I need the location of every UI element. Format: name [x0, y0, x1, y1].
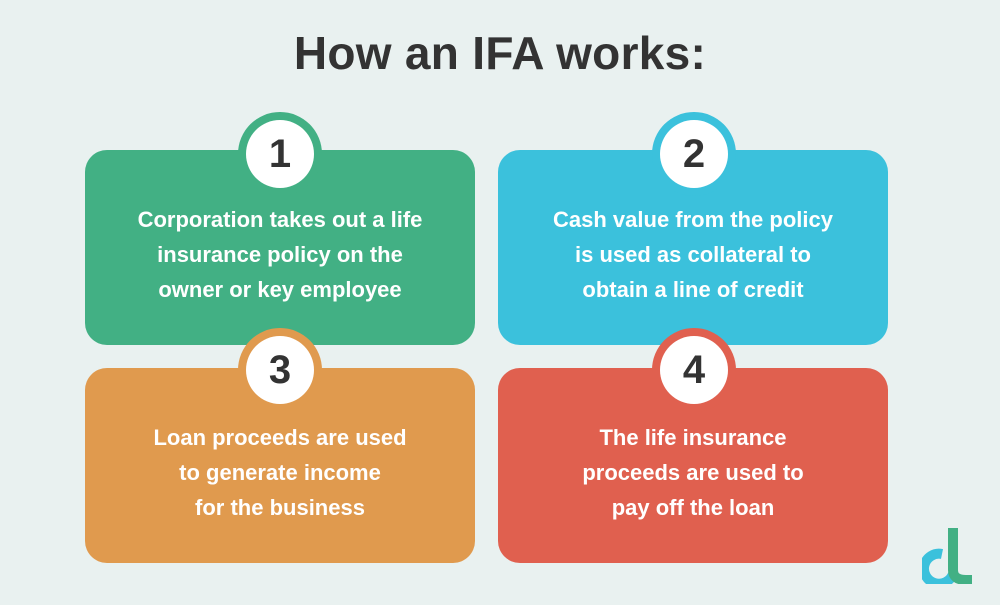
step-4-line-1: The life insurance — [599, 425, 787, 450]
step-1-line-1: Corporation takes out a life — [137, 207, 423, 232]
step-number-2: 2 — [660, 120, 728, 188]
step-1-line-2: insurance policy on the — [157, 242, 403, 267]
step-2-line-1: Cash value from the policy — [553, 207, 833, 232]
step-3-line-1: Loan proceeds are used — [153, 425, 407, 450]
step-card-2-text: Cash value from the policy is used as co… — [513, 202, 873, 307]
step-card-3-text: Loan proceeds are used to generate incom… — [100, 420, 460, 525]
step-card-1-text: Corporation takes out a life insurance p… — [100, 202, 460, 307]
step-number-4: 4 — [660, 336, 728, 404]
step-4-line-2: proceeds are used to — [582, 460, 804, 485]
step-2-line-3: obtain a line of credit — [582, 277, 804, 302]
step-4-line-3: pay off the loan — [611, 495, 775, 520]
step-3-line-2: to generate income — [179, 460, 381, 485]
step-3-line-3: for the business — [195, 495, 365, 520]
step-badge-3: 3 — [238, 328, 322, 412]
step-number-3: 3 — [246, 336, 314, 404]
page-title: How an IFA works: — [293, 27, 707, 79]
step-card-4-text: The life insurance proceeds are used to … — [513, 420, 873, 525]
step-badge-1: 1 — [238, 112, 322, 196]
step-number-1: 1 — [246, 120, 314, 188]
step-2-line-2: is used as collateral to — [575, 242, 811, 267]
step-badge-4: 4 — [652, 328, 736, 412]
dl-brand-logo-icon — [922, 528, 972, 584]
step-1-line-3: owner or key employee — [158, 277, 402, 302]
step-badge-2: 2 — [652, 112, 736, 196]
